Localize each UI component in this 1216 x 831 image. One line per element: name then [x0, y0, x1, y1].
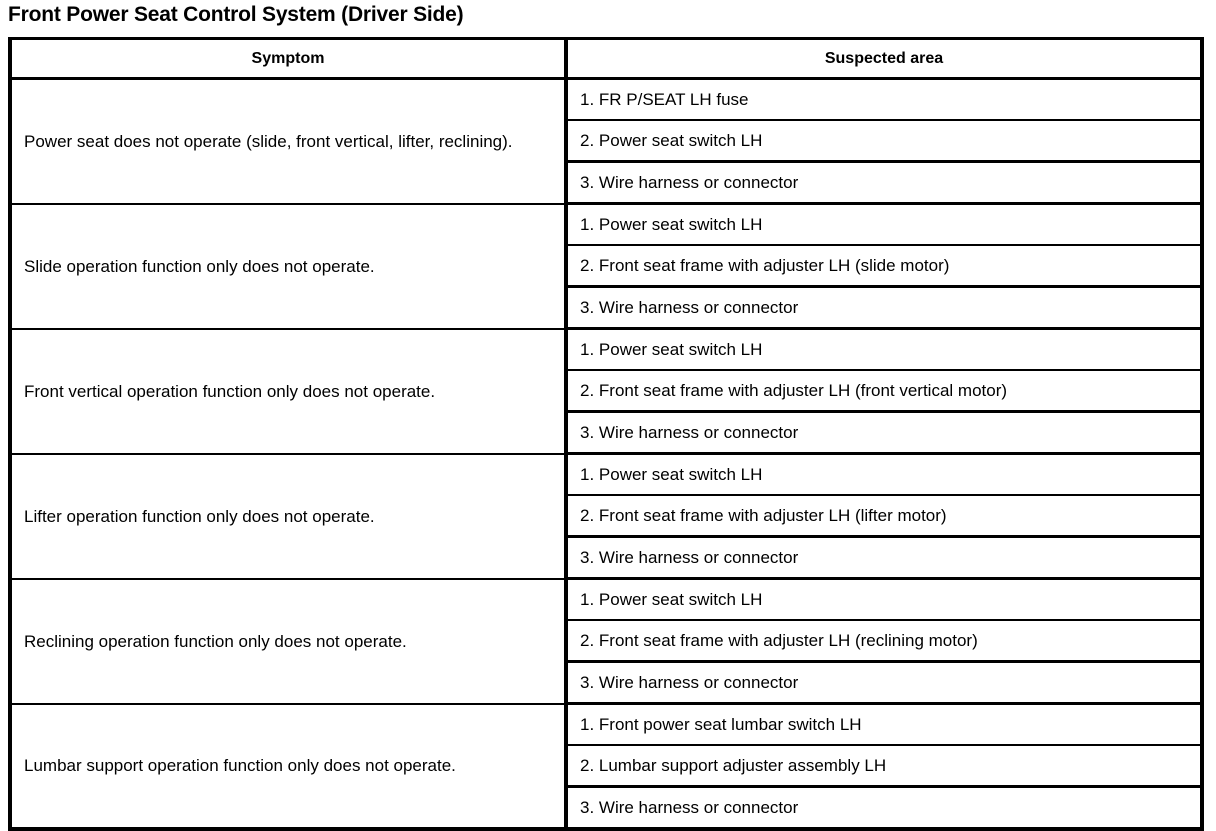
table-row: 3. Wire harness or connector — [10, 161, 1202, 205]
suspected-area-cell: 2. Front seat frame with adjuster LH (fr… — [566, 370, 1202, 413]
suspected-area-cell: 2. Power seat switch LH — [566, 120, 1202, 163]
suspected-area-cell: 2. Front seat frame with adjuster LH (re… — [566, 620, 1202, 663]
suspected-area-cell: 2. Front seat frame with adjuster LH (li… — [566, 495, 1202, 538]
column-header-suspected-area: Suspected area — [566, 38, 1202, 80]
table-row: 2. Front seat frame with adjuster LH (fr… — [10, 370, 1202, 413]
document-page: Front Power Seat Control System (Driver … — [8, 3, 1204, 831]
suspected-area-cell: 1. FR P/SEAT LH fuse — [566, 78, 1202, 121]
suspected-area-cell: 1. Power seat switch LH — [566, 578, 1202, 621]
table-row: Front vertical operation function only d… — [10, 328, 1202, 455]
symptom-cell: Power seat does not operate (slide, fron… — [10, 78, 568, 205]
table-body: Power seat does not operate (slide, fron… — [10, 78, 1202, 830]
table-row: 2. Front seat frame with adjuster LH (li… — [10, 495, 1202, 538]
symptom-cell: Reclining operation function only does n… — [10, 578, 568, 705]
suspected-area-cell: 3. Wire harness or connector — [566, 536, 1202, 580]
table-row: 3. Wire harness or connector — [10, 286, 1202, 330]
table-row: Lumbar support operation function only d… — [10, 703, 1202, 830]
column-header-symptom: Symptom — [10, 38, 568, 80]
suspected-area-cell: 1. Power seat switch LH — [566, 203, 1202, 246]
suspected-area-cell: 3. Wire harness or connector — [566, 286, 1202, 330]
suspected-area-cell: 3. Wire harness or connector — [566, 661, 1202, 705]
suspected-area-cell: 3. Wire harness or connector — [566, 161, 1202, 205]
table-row: 3. Wire harness or connector — [10, 411, 1202, 455]
table-row: 2. Front seat frame with adjuster LH (re… — [10, 620, 1202, 663]
table-row: Slide operation function only does not o… — [10, 203, 1202, 330]
suspected-area-cell: 3. Wire harness or connector — [566, 786, 1202, 829]
table-row: 2. Power seat switch LH — [10, 120, 1202, 163]
table-row: Power seat does not operate (slide, fron… — [10, 78, 1202, 205]
symptom-cell: Front vertical operation function only d… — [10, 328, 568, 455]
symptom-cell: Slide operation function only does not o… — [10, 203, 568, 330]
suspected-area-cell: 1. Power seat switch LH — [566, 328, 1202, 371]
table-header-row: Symptom Suspected area — [10, 38, 1202, 80]
suspected-area-cell: 2. Lumbar support adjuster assembly LH — [566, 745, 1202, 788]
table-row: Reclining operation function only does n… — [10, 578, 1202, 705]
table-header: Symptom Suspected area — [10, 38, 1202, 80]
suspected-area-cell: 1. Front power seat lumbar switch LH — [566, 703, 1202, 746]
table-row: 3. Wire harness or connector — [10, 536, 1202, 580]
symptom-table-container: Symptom Suspected area Power seat does n… — [8, 37, 1204, 831]
table-row: 2. Front seat frame with adjuster LH (sl… — [10, 245, 1202, 288]
suspected-area-cell: 1. Power seat switch LH — [566, 453, 1202, 496]
symptom-suspected-area-table: Symptom Suspected area Power seat does n… — [8, 37, 1204, 831]
table-row: Lifter operation function only does not … — [10, 453, 1202, 580]
table-row: 3. Wire harness or connector — [10, 661, 1202, 705]
page-title: Front Power Seat Control System (Driver … — [8, 3, 464, 26]
symptom-cell: Lifter operation function only does not … — [10, 453, 568, 580]
suspected-area-cell: 2. Front seat frame with adjuster LH (sl… — [566, 245, 1202, 288]
table-row: 2. Lumbar support adjuster assembly LH — [10, 745, 1202, 788]
suspected-area-cell: 3. Wire harness or connector — [566, 411, 1202, 455]
symptom-cell: Lumbar support operation function only d… — [10, 703, 568, 830]
